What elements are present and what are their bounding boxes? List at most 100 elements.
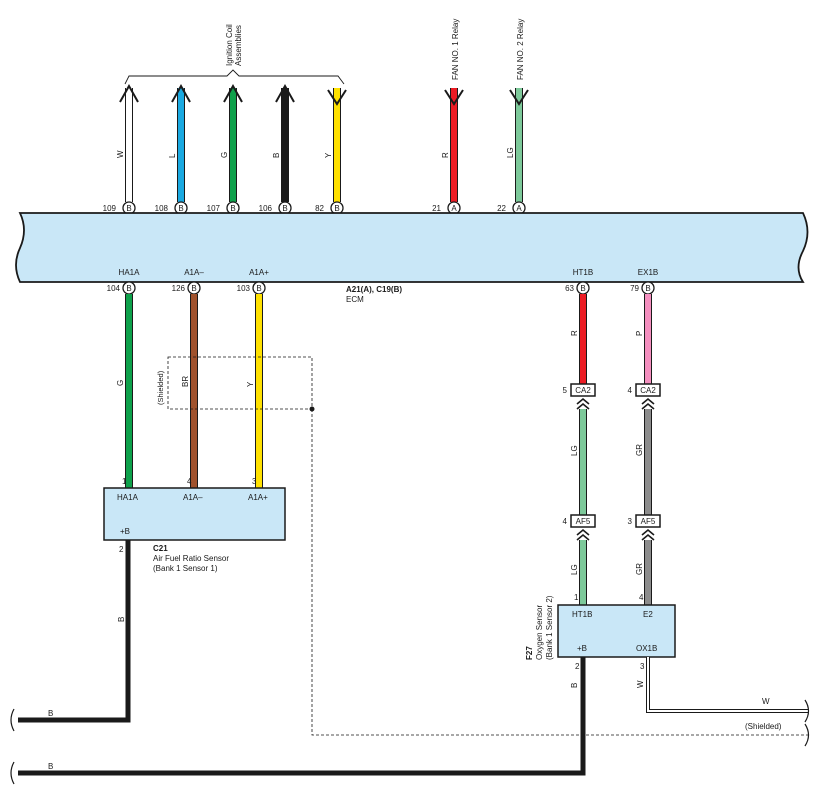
af-ground-wire: B B bbox=[10, 540, 131, 732]
top-wire-pin-5: 21 bbox=[432, 204, 441, 213]
top-wire-color-0: W bbox=[116, 150, 125, 158]
ca2-connector-1-label: CA2 bbox=[640, 386, 656, 395]
af-wire-pin-1: 4 bbox=[187, 477, 192, 486]
o2-plus-b: +B bbox=[577, 644, 587, 653]
top-wire-conn-5-letter: A bbox=[451, 204, 457, 213]
top-wire-igt2: L108BIGT2 bbox=[155, 83, 191, 230]
arrow-up-icon bbox=[171, 83, 191, 103]
top-wire-fanl: R21AFANL bbox=[432, 88, 465, 230]
top-wire-igf1: Y82BIGF1 bbox=[315, 88, 347, 230]
top-wire-pin-6: 22 bbox=[497, 204, 506, 213]
top-wire-pin-3: 106 bbox=[259, 204, 273, 213]
o2-sensor-pin-1: 4 bbox=[639, 593, 644, 602]
af5-connector-1: AF5 3 bbox=[628, 514, 661, 541]
arrow-down-icon bbox=[509, 89, 529, 106]
bottom-b2-label: B bbox=[48, 762, 53, 771]
af-wire-color-2: Y bbox=[246, 381, 255, 387]
arrow-down-icon bbox=[444, 89, 464, 106]
chevron-up-icon bbox=[576, 397, 590, 410]
shield-af: (Shielded) bbox=[156, 356, 808, 736]
top-wire-igt3: G107BIGT3 bbox=[207, 83, 243, 230]
o2-ground-pin: 2 bbox=[575, 662, 580, 671]
o2-sensor-title: Oxygen Sensor bbox=[535, 605, 544, 660]
ignition-coil-brace: Ignition Coil Assemblies bbox=[124, 24, 345, 85]
ignition-coil-label-1: Ignition Coil bbox=[225, 24, 234, 66]
af-wire-2: Y3 bbox=[246, 294, 263, 488]
ecm-pin-conn-2-letter: B bbox=[256, 284, 261, 293]
arrow-down-icon bbox=[327, 89, 347, 106]
o2-sensor-subtitle: (Bank 1 Sensor 2) bbox=[545, 595, 554, 660]
top-wire-conn-2-letter: B bbox=[230, 204, 235, 213]
ecm-name: ECM bbox=[346, 295, 364, 304]
ecm-pin-name-3: HT1B bbox=[573, 268, 593, 277]
af-wire-pin-2: 3 bbox=[252, 477, 257, 486]
af-pin-ha1a: HA1A bbox=[117, 493, 139, 502]
bottom-b1-label: B bbox=[48, 709, 53, 718]
top-wire-color-3: B bbox=[272, 153, 281, 158]
fan-relay-1-label: FAN NO. 1 Relay bbox=[451, 19, 460, 80]
top-wire-conn-0-letter: B bbox=[126, 204, 131, 213]
o2-ox-color: W bbox=[636, 680, 645, 688]
af-sensor-subtitle: (Bank 1 Sensor 1) bbox=[153, 564, 218, 573]
top-wire-color-4: Y bbox=[324, 152, 333, 158]
o2-ox1b: OX1B bbox=[636, 644, 657, 653]
o2-sensor-color-1: GR bbox=[635, 563, 644, 575]
af5-connector-0-label: AF5 bbox=[576, 517, 591, 526]
af5-connector-1-pin: 3 bbox=[628, 517, 633, 526]
af-plus-b: +B bbox=[120, 527, 130, 536]
af5-connector-1-label: AF5 bbox=[641, 517, 656, 526]
ecm-pin-num-2: 103 bbox=[237, 284, 251, 293]
o2-sensor-box: HT1B E2 +B OX1B F27 Oxygen Sensor (Bank … bbox=[525, 595, 676, 671]
af-ground-color: B bbox=[117, 617, 126, 622]
top-wire-color-1: L bbox=[168, 153, 177, 158]
chevron-up-icon bbox=[641, 397, 655, 410]
af-wire-1: BR4 bbox=[181, 294, 198, 488]
ecm-pin-name-0: HA1A bbox=[119, 268, 141, 277]
o2-bottom-wires: B B W W (Shielded) bbox=[10, 657, 810, 785]
top-wires: W109BIGT1L108BIGT2G107BIGT3B106BIGT4Y82B… bbox=[103, 83, 530, 230]
ecm-connectors: A21(A), C19(B) bbox=[346, 285, 402, 294]
bottom-shielded-label: (Shielded) bbox=[745, 722, 782, 731]
af-wire-color-0: G bbox=[116, 380, 125, 386]
top-wire-conn-6-letter: A bbox=[516, 204, 522, 213]
ecm-pin-conn-3-letter: B bbox=[580, 284, 585, 293]
ecm-pin-name-4: EX1B bbox=[638, 268, 658, 277]
ecm-pin-num-0: 104 bbox=[107, 284, 121, 293]
o2-mid-color-0: LG bbox=[570, 445, 579, 456]
ecm-pin-name-2: A1A+ bbox=[249, 268, 269, 277]
o2-ground-color: B bbox=[570, 683, 579, 688]
top-wire-color-5: R bbox=[441, 152, 450, 158]
top-wire-igt4: B106BIGT4 bbox=[259, 83, 295, 230]
o2-mid-color-1: GR bbox=[635, 444, 644, 456]
ignition-coil-label-2: Assemblies bbox=[234, 25, 243, 66]
af-sensor-title: Air Fuel Ratio Sensor bbox=[153, 554, 229, 563]
o2-ox-pin: 3 bbox=[640, 662, 645, 671]
o2-ecm-color-1: P bbox=[635, 331, 644, 336]
af-sensor-id: C21 bbox=[153, 544, 168, 553]
chevron-up-icon bbox=[576, 528, 590, 541]
ca2-connector-0-label: CA2 bbox=[575, 386, 591, 395]
top-wire-color-6: LG bbox=[506, 147, 515, 158]
ecm-pin-num-4: 79 bbox=[630, 284, 639, 293]
ecm-pin-2: A1A+ 103 B bbox=[237, 268, 269, 295]
top-wire-pin-2: 107 bbox=[207, 204, 221, 213]
fan-relay-2-label: FAN NO. 2 Relay bbox=[516, 19, 525, 80]
top-wire-pin-4: 82 bbox=[315, 204, 324, 213]
ecm-box: A21(A), C19(B) ECM bbox=[15, 212, 809, 304]
top-wire-color-2: G bbox=[220, 152, 229, 158]
arrow-up-icon bbox=[119, 83, 139, 103]
af-wire-pin-0: 1 bbox=[122, 477, 127, 486]
ecm-pin-num-3: 63 bbox=[565, 284, 574, 293]
ecm-pin-num-1: 126 bbox=[172, 284, 186, 293]
af-wire-0: G1 bbox=[116, 294, 133, 488]
